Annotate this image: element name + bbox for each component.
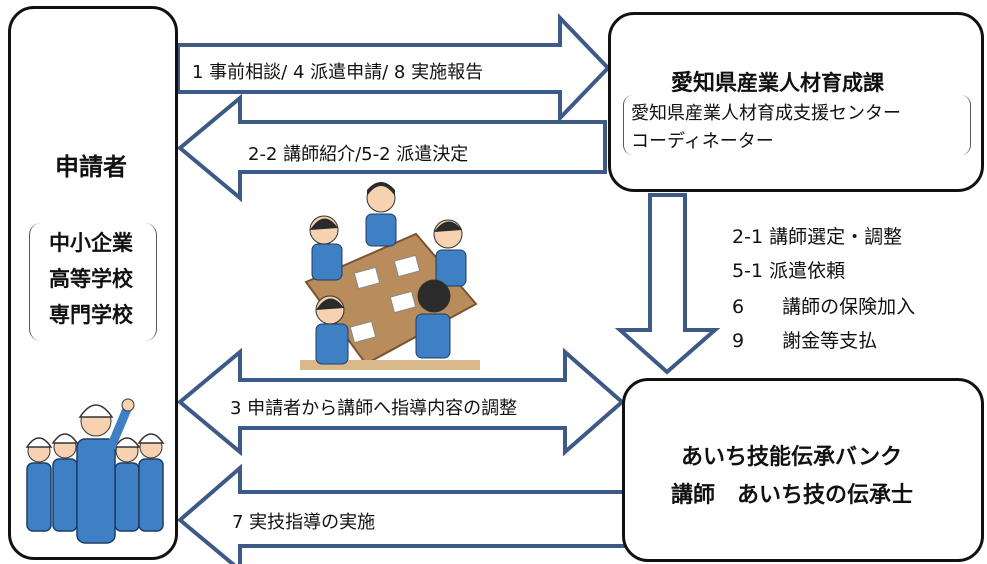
person-top (365, 182, 397, 247)
worker-small-1 (25, 437, 53, 532)
person-right (433, 219, 467, 287)
bracket-left (29, 223, 41, 341)
applicant-title: 申請者 (55, 153, 127, 181)
paper-2 (393, 254, 421, 278)
prefecture-sub-1: 愛知県産業人材育成支援センター (631, 103, 901, 124)
paper-4 (349, 320, 377, 344)
prefecture-title-suffix: 産業人材育成課 (737, 71, 885, 95)
prefecture-bracket-right (961, 95, 971, 155)
label-adjust: 3 申請者から講師へ指導内容の調整 (230, 398, 518, 419)
person-bottom-right (415, 279, 451, 359)
label-consult: 1 事前相談/ 4 派遣申請/ 8 実施報告 (192, 62, 484, 83)
worker-small-3 (113, 437, 141, 532)
person-left (309, 215, 343, 281)
bank-box: あいち技能伝承バンク 講師 あいち技の伝承士 (622, 378, 984, 562)
applicant-type-1: 中小企業 (49, 231, 133, 255)
bank-line-2: 講師 あいち技の伝承士 (671, 483, 914, 508)
label-practice: 7 実技指導の実施 (232, 512, 376, 533)
bank-line-1: あいち技能伝承バンク (681, 445, 903, 470)
prefecture-bracket-left (623, 95, 633, 155)
prefecture-title: 愛知県産業人材育成課 (671, 65, 884, 97)
worker-small-4 (137, 433, 165, 532)
applicant-type-3: 専門学校 (49, 303, 133, 327)
step-select: 2-1 講師選定・調整 (732, 226, 903, 248)
step-payment: 9 謝金等支払 (732, 330, 878, 352)
bracket-right (145, 223, 157, 341)
paper-1 (353, 266, 381, 290)
arrow-consult (176, 13, 611, 123)
person-bottom-left (315, 295, 349, 365)
prefecture-sub-2: コーディネーター (631, 131, 774, 152)
prefecture-box: 愛知県産業人材育成課 愛知県産業人材育成支援センター コーディネーター (608, 12, 984, 192)
arrow-introduce (176, 93, 607, 203)
arrow-practice (176, 463, 630, 564)
applicant-type-2: 高等学校 (49, 267, 133, 291)
arrow-down (614, 193, 721, 375)
step-insurance: 6 講師の保険加入 (732, 296, 916, 318)
worker-small-2 (51, 433, 79, 532)
step-request: 5-1 派遣依頼 (732, 260, 846, 282)
worker-lead (76, 398, 135, 544)
prefecture-title-prefix: 愛知県 (671, 71, 738, 96)
workers-illustration (25, 398, 165, 544)
paper-3 (389, 290, 417, 314)
applicant-box: 申請者 中小企業 高等学校 専門学校 (8, 6, 178, 560)
label-introduce: 2-2 講師紹介/5-2 派遣決定 (248, 144, 469, 165)
meeting-illustration (300, 182, 480, 370)
